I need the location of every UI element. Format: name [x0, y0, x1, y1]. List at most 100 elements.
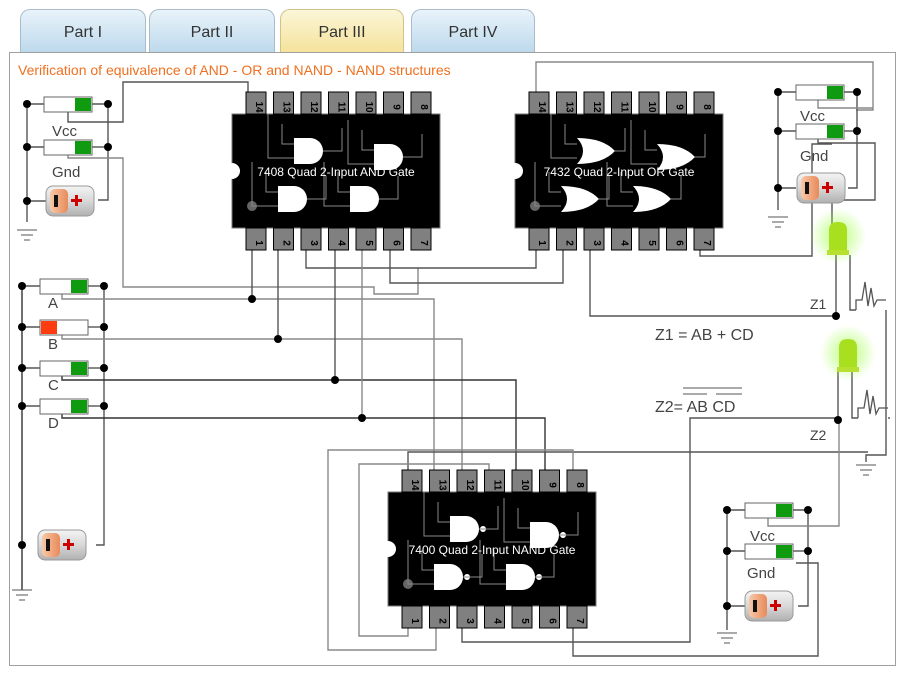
- gate-wire: [559, 512, 579, 536]
- input-switch-D[interactable]: [39, 398, 89, 415]
- pin-label: 1: [409, 618, 420, 624]
- pin-label: 14: [409, 479, 420, 491]
- gate-wire: [503, 498, 530, 543]
- minus-icon: [54, 195, 58, 207]
- and-gate-icon: [350, 186, 379, 212]
- or-gate-icon: [633, 186, 671, 212]
- gate-wire: [479, 506, 499, 530]
- gate-wire: [403, 134, 423, 158]
- battery-icon: [744, 590, 794, 622]
- nand-gate-icon: [450, 516, 479, 542]
- battery-copper: [42, 533, 60, 557]
- switch-knob-on: [827, 125, 843, 138]
- pin-label: 11: [619, 102, 630, 113]
- input-label-C: C: [48, 377, 59, 394]
- pin-9: [666, 91, 687, 115]
- tab-part-1[interactable]: Part I: [20, 9, 146, 53]
- input-switch-C[interactable]: [39, 360, 89, 377]
- gnd-label: Gnd: [747, 565, 775, 582]
- vcc-switch-1[interactable]: [43, 96, 93, 113]
- pin-6: [539, 605, 560, 629]
- junction-dot: [18, 282, 26, 290]
- pin-13: [273, 91, 294, 115]
- pin-label: 1: [536, 240, 547, 246]
- wire: [851, 372, 858, 419]
- pin-6: [383, 227, 404, 251]
- gate-wire: [281, 124, 294, 145]
- pin-7: [693, 227, 715, 251]
- pin-label: 13: [281, 101, 292, 113]
- tab-part-2[interactable]: Part II: [149, 9, 275, 53]
- junction-dot: [853, 127, 861, 135]
- input-switch-B[interactable]: [39, 319, 89, 336]
- wire: [535, 61, 874, 111]
- chip-label: 7432 Quad 2-Input OR Gate: [544, 165, 695, 179]
- gate-wire: [479, 540, 506, 585]
- pin-5: [355, 227, 377, 251]
- wire: [67, 81, 249, 123]
- pin-3: [456, 605, 478, 629]
- junction-dot: [23, 143, 31, 151]
- tab-part-3[interactable]: Part III: [280, 9, 404, 53]
- junction-dot: [804, 547, 812, 555]
- pin-label: 2: [281, 240, 292, 246]
- gnd-switch-3[interactable]: [744, 543, 794, 560]
- gate-wire: [695, 134, 706, 158]
- vcc-label: Vcc: [52, 123, 78, 140]
- gate-wire: [535, 554, 555, 578]
- input-switch-A[interactable]: [39, 278, 89, 295]
- nand-chip: [380, 469, 597, 629]
- vcc-label: Vcc: [750, 528, 776, 545]
- led-base: [827, 250, 849, 255]
- pin-label: 3: [308, 240, 319, 246]
- pin-1: [528, 227, 550, 251]
- chip-body: [231, 113, 441, 229]
- gate-wire: [548, 172, 561, 193]
- gate-wire: [323, 128, 343, 152]
- z1-label: Z1: [810, 296, 827, 312]
- junction-dot: [774, 127, 782, 135]
- pin-label: 7: [418, 240, 429, 246]
- pin-label: 5: [519, 618, 530, 624]
- gate-wire: [265, 172, 278, 193]
- gate-wire: [534, 162, 561, 207]
- and-gate-icon: [294, 138, 323, 164]
- gate-wire: [630, 120, 657, 165]
- vcc-label: Vcc: [800, 108, 826, 125]
- gate-wire: [644, 130, 657, 151]
- pin-label: 6: [547, 618, 558, 624]
- pin-8: [566, 469, 588, 493]
- gate-wire: [615, 128, 626, 152]
- junction-dot: [834, 416, 842, 424]
- or-gate-icon: [657, 144, 695, 170]
- gate-wire: [671, 176, 682, 200]
- wire: [92, 103, 109, 201]
- pin-2: [556, 227, 577, 251]
- pin-label: 12: [464, 479, 475, 491]
- tab-part-4[interactable]: Part IV: [411, 9, 535, 53]
- wire: [572, 562, 819, 657]
- z2-expression: Z2= AB CD: [655, 399, 735, 416]
- pin-14: [401, 469, 423, 493]
- gate-wire: [361, 130, 374, 151]
- gnd-switch-2[interactable]: [795, 123, 845, 140]
- junction-dot: [331, 376, 339, 384]
- wire: [461, 417, 838, 643]
- vcc-switch-2[interactable]: [795, 84, 845, 101]
- pin-5: [638, 227, 660, 251]
- chip-label: 7400 Quad 2-Input NAND Gate: [409, 543, 576, 557]
- switch-knob-on: [827, 86, 843, 99]
- pin-label: 14: [253, 101, 264, 113]
- pin-13: [429, 469, 450, 493]
- pin-3: [300, 227, 322, 251]
- gate-wire: [620, 172, 633, 193]
- vcc-switch-3[interactable]: [744, 502, 794, 519]
- pin-14: [528, 91, 550, 115]
- gnd-switch-1[interactable]: [43, 139, 93, 156]
- led-base: [837, 367, 859, 372]
- wire: [849, 255, 856, 311]
- junction-dot: [723, 506, 731, 514]
- gate-wire: [407, 540, 434, 585]
- wire: [842, 91, 858, 189]
- chip-notch: [224, 163, 240, 179]
